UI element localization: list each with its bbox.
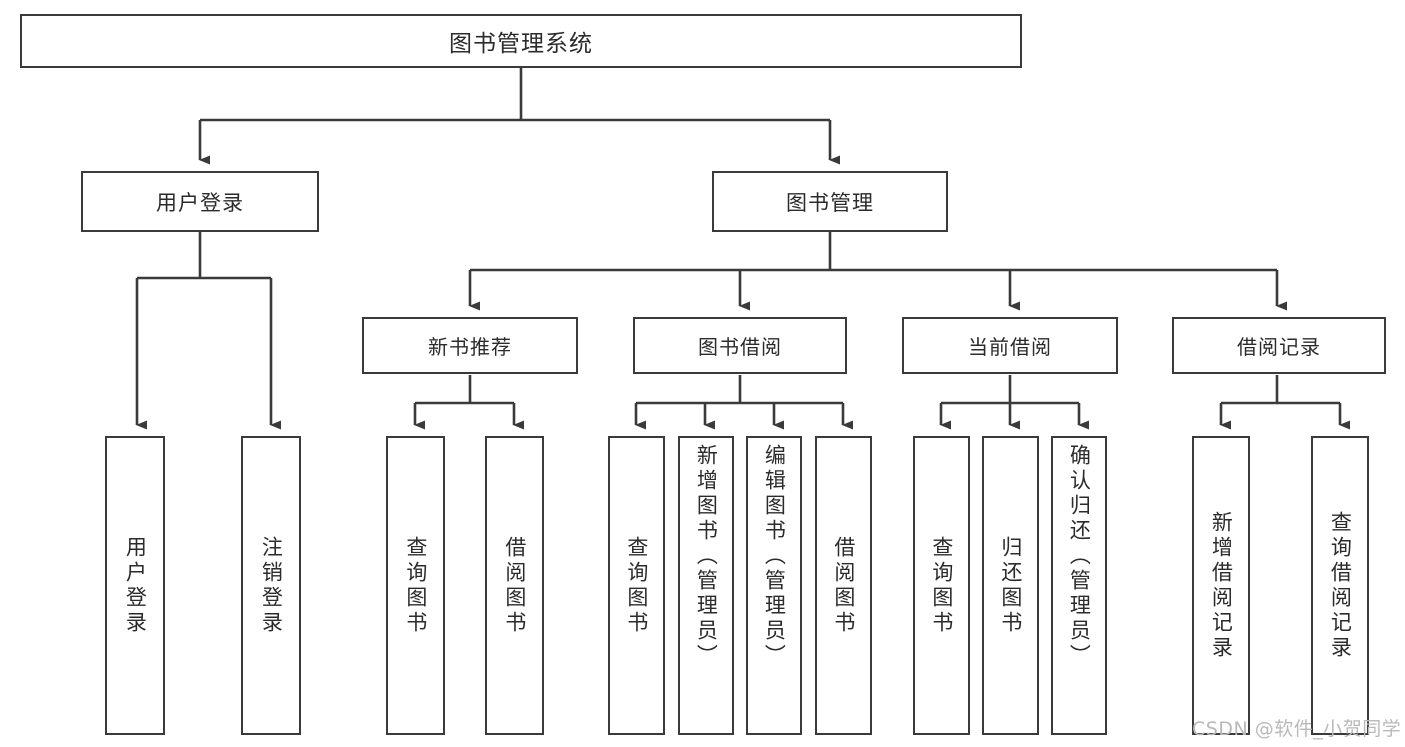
node-leaf-query-book-2[interactable]: 查询图书 [608,436,665,735]
node-user-login[interactable]: 用户登录 [81,171,319,232]
node-leaf-query-book-1[interactable]: 查询图书 [386,436,445,735]
node-label: 用户登录 [156,190,244,215]
node-label: 编辑图书（管理员） [762,444,787,669]
watermark-text: CSDN @软件_小贺同学 [1192,718,1402,740]
node-label: 借阅记录 [1237,335,1321,359]
node-label: 新书推荐 [428,335,512,359]
node-label: 新增图书（管理员） [694,444,719,669]
node-label: 用户登录 [123,535,148,636]
node-label: 图书管理系统 [449,31,593,57]
node-leaf-query-record[interactable]: 查询借阅记录 [1311,436,1369,735]
node-label: 借阅图书 [831,535,856,636]
node-label: 图书管理 [786,190,874,215]
node-book-management[interactable]: 图书管理 [712,171,948,232]
node-leaf-borrow-book-1[interactable]: 借阅图书 [485,436,544,735]
node-leaf-query-book-3[interactable]: 查询图书 [913,436,970,735]
node-label: 查询图书 [929,535,954,636]
node-label: 查询借阅记录 [1328,510,1353,661]
node-leaf-borrow-book-2[interactable]: 借阅图书 [815,436,872,735]
node-current-borrow[interactable]: 当前借阅 [902,317,1118,374]
node-leaf-add-book[interactable]: 新增图书（管理员） [678,436,734,735]
node-leaf-confirm-return[interactable]: 确认归还（管理员） [1051,436,1107,735]
node-leaf-edit-book[interactable]: 编辑图书（管理员） [746,436,802,735]
node-leaf-user-login[interactable]: 用户登录 [105,436,165,735]
node-label: 归还图书 [998,535,1023,636]
node-borrow-record[interactable]: 借阅记录 [1172,317,1386,374]
node-leaf-add-record[interactable]: 新增借阅记录 [1192,436,1250,735]
node-label: 借阅图书 [502,535,527,636]
node-label: 图书借阅 [698,335,782,359]
node-label: 查询图书 [403,535,428,636]
node-label: 新增借阅记录 [1209,510,1234,661]
node-label: 当前借阅 [968,335,1052,359]
node-leaf-logout[interactable]: 注销登录 [241,436,301,735]
node-root-book-management-system[interactable]: 图书管理系统 [20,14,1022,68]
node-book-borrow[interactable]: 图书借阅 [633,317,847,374]
node-label: 注销登录 [259,535,284,636]
node-new-book-recommend[interactable]: 新书推荐 [362,317,578,374]
node-label: 确认归还（管理员） [1067,444,1092,669]
node-leaf-return-book[interactable]: 归还图书 [982,436,1039,735]
node-label: 查询图书 [624,535,649,636]
